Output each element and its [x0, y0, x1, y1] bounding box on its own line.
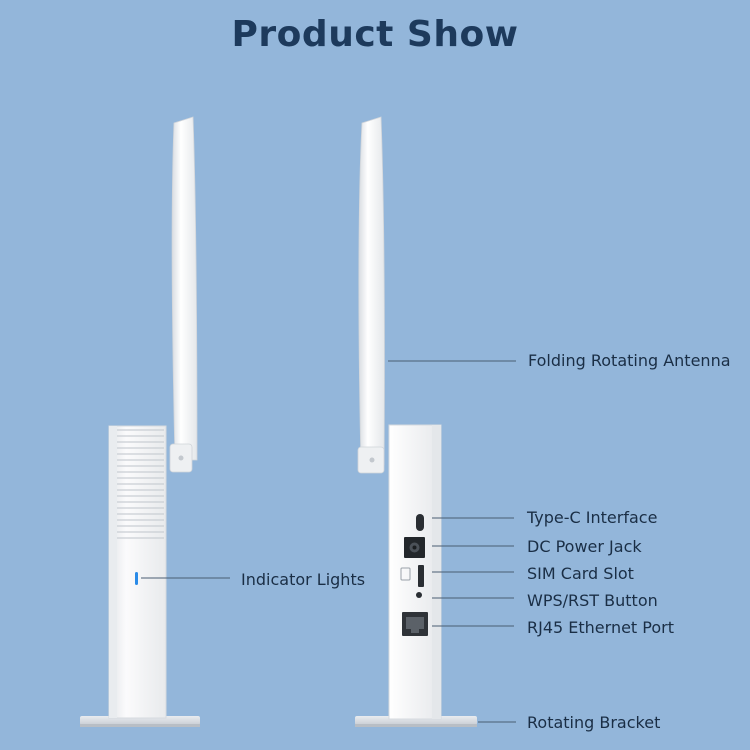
leader-lines	[141, 360, 516, 723]
left-heat-fins	[117, 429, 164, 539]
left-antenna	[171, 116, 198, 461]
label-wps-rst-button: WPS/RST Button	[527, 591, 658, 610]
page-title: Product Show	[231, 14, 519, 55]
label-type-c-interface: Type-C Interface	[527, 508, 658, 527]
right-rotating-bracket	[355, 716, 477, 725]
label-sim-card-slot: SIM Card Slot	[527, 564, 634, 583]
router-right-view	[355, 116, 477, 727]
type-c-port[interactable]	[416, 514, 424, 531]
wps-rst-button[interactable]	[416, 592, 422, 598]
left-device-body	[108, 425, 167, 719]
label-folding-rotating-antenna: Folding Rotating Antenna	[528, 351, 731, 370]
label-indicator-lights: Indicator Lights	[241, 570, 366, 589]
label-rotating-bracket: Rotating Bracket	[527, 713, 661, 732]
sim-icon	[400, 567, 411, 581]
right-antenna	[358, 116, 385, 466]
sim-card-slot[interactable]	[418, 565, 424, 587]
label-rj45-ethernet-port: RJ45 Ethernet Port	[527, 618, 675, 637]
indicator-light	[135, 572, 138, 585]
router-left-view	[80, 116, 200, 727]
label-dc-power-jack: DC Power Jack	[527, 537, 642, 556]
